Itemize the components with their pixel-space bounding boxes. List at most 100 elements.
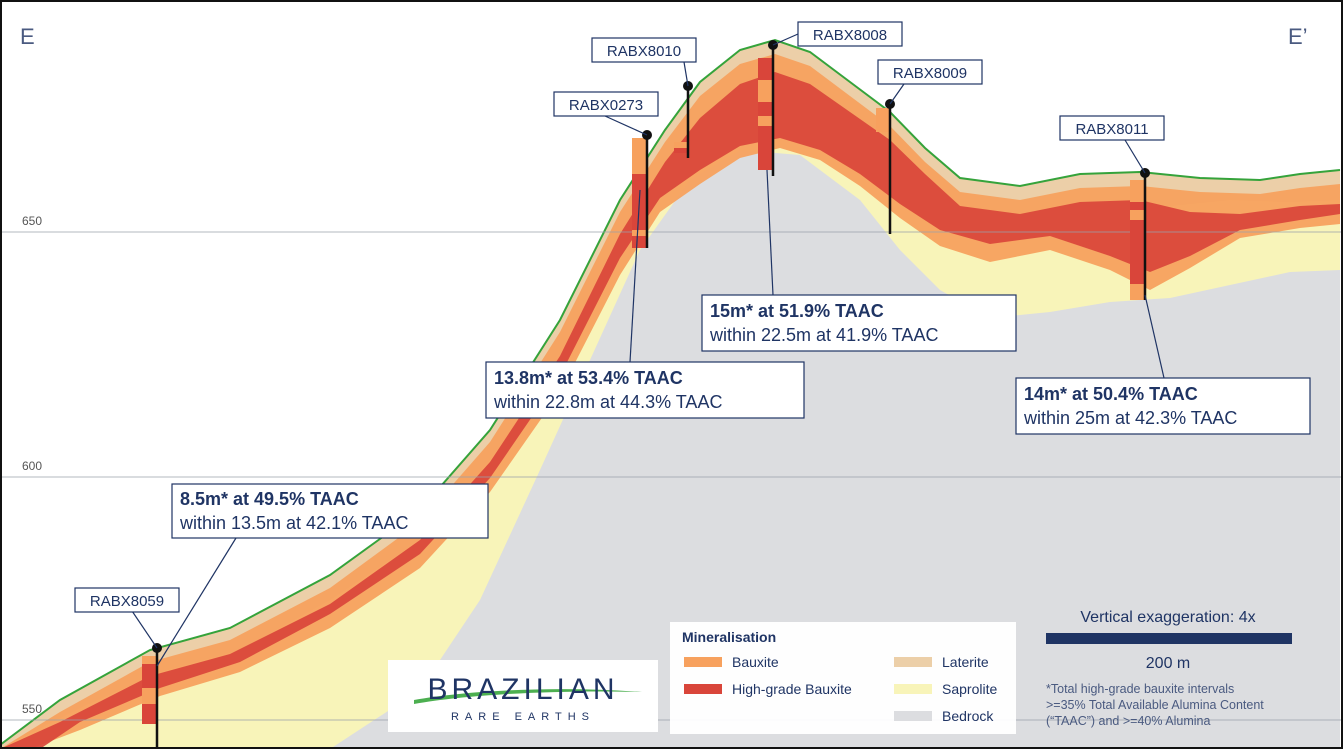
intercept-callout-rabx0273: 13.8m* at 53.4% TAAC within 22.8m at 44.… xyxy=(485,189,805,419)
legend-label-bauxite: Bauxite xyxy=(732,654,779,670)
callout-headline: 14m* at 50.4% TAAC xyxy=(1024,384,1198,404)
hole-label-box xyxy=(1059,115,1165,141)
vertical-exaggeration-label: Vertical exaggeration: 4x xyxy=(1080,609,1255,626)
callout-box xyxy=(1015,377,1311,435)
legend-label-bedrock: Bedrock xyxy=(942,708,994,724)
callout-headline: 15m* at 51.9% TAAC xyxy=(710,301,884,321)
label-leader xyxy=(1124,139,1146,174)
hole-label: RABX8008 xyxy=(813,27,887,44)
hole-label: RABX8009 xyxy=(893,65,967,82)
label-leader xyxy=(772,33,799,46)
logo-tagline: RARE EARTHS xyxy=(451,711,595,723)
high-grade-interval xyxy=(758,102,773,116)
callout-leader xyxy=(766,169,774,296)
label-leader xyxy=(129,607,158,649)
callout-detail: within 22.8m at 44.3% TAAC xyxy=(493,392,722,412)
elevation-grid: 650 600 550 xyxy=(0,214,1343,721)
scale-bar xyxy=(1046,633,1292,644)
logo-panel xyxy=(388,660,658,732)
scale-bar-label: 200 m xyxy=(1146,655,1190,672)
legend-label-high-grade: High-grade Bauxite xyxy=(732,681,852,697)
drill-hole-rabx8010: RABX8010 xyxy=(591,37,697,158)
bauxite-interval xyxy=(674,142,688,148)
callout-box xyxy=(701,294,1017,352)
high-grade-interval xyxy=(758,126,773,170)
hole-label-box xyxy=(591,37,697,63)
bauxite-interval xyxy=(1130,284,1145,300)
company-logo: BRAZILIAN RARE EARTHS xyxy=(388,660,658,732)
high-grade-interval xyxy=(1130,220,1145,284)
drill-hole-rabx8009: RABX8009 xyxy=(876,59,983,234)
legend-panel xyxy=(670,622,1016,734)
drill-hole-rabx8059: RABX8059 xyxy=(74,587,180,749)
footnote-line-3: (“TAAC”) and >=40% Alumina xyxy=(1046,714,1210,728)
section-start-label: E xyxy=(20,24,35,49)
legend-swatch-bedrock xyxy=(894,711,932,721)
intercept-callout-rabx8008: 15m* at 51.9% TAAC within 22.5m at 41.9%… xyxy=(701,169,1017,352)
hole-label-box xyxy=(74,587,180,613)
hole-label: RABX8011 xyxy=(1075,121,1148,138)
high-grade-interval xyxy=(632,236,647,248)
bauxite-interval xyxy=(758,116,773,126)
callout-box xyxy=(485,361,805,419)
elevation-label-600: 600 xyxy=(22,459,42,473)
footnote-line-1: *Total high-grade bauxite intervals xyxy=(1046,682,1234,696)
callout-leader xyxy=(1144,294,1165,379)
hole-label: RABX8059 xyxy=(90,593,164,610)
callout-leader xyxy=(156,537,237,667)
legend-title: Mineralisation xyxy=(682,629,776,645)
hole-label: RABX0273 xyxy=(569,97,643,114)
footnote-line-2: >=35% Total Available Alumina Content xyxy=(1046,698,1264,712)
legend-label-saprolite: Saprolite xyxy=(942,681,997,697)
bauxite-interval xyxy=(632,138,647,174)
high-grade-interval xyxy=(142,664,156,688)
section-end-label: E’ xyxy=(1288,24,1308,49)
hole-label-box xyxy=(553,91,659,117)
bauxite-interval xyxy=(876,108,890,132)
bauxite-interval xyxy=(1130,210,1145,220)
bauxite-interval xyxy=(1130,180,1145,202)
topography-line xyxy=(0,38,1341,746)
elevation-label-550: 550 xyxy=(22,702,42,716)
hole-label: RABX8010 xyxy=(607,43,681,60)
legend: Mineralisation Bauxite High-grade Bauxit… xyxy=(670,622,1016,734)
high-grade-interval xyxy=(142,704,156,724)
callout-box xyxy=(171,483,489,539)
high-grade-interval xyxy=(1130,202,1145,210)
label-leader xyxy=(604,115,648,136)
legend-label-laterite: Laterite xyxy=(942,654,989,670)
logo-wordmark: BRAZILIAN xyxy=(427,673,618,706)
elevation-label-650: 650 xyxy=(22,214,42,228)
bauxite-interval xyxy=(758,80,773,102)
logo-swoosh xyxy=(414,689,642,704)
geology-layers xyxy=(0,38,1341,749)
callout-headline: 8.5m* at 49.5% TAAC xyxy=(180,489,359,509)
intercept-callout-rabx8011: 14m* at 50.4% TAAC within 25m at 42.3% T… xyxy=(1015,294,1311,435)
drill-hole-rabx8011: RABX8011 xyxy=(1059,115,1165,300)
label-leader xyxy=(889,83,905,105)
bedrock-layer xyxy=(330,150,1340,749)
callout-detail: within 13.5m at 42.1% TAAC xyxy=(179,513,408,533)
label-leader xyxy=(683,61,689,87)
legend-swatch-bauxite xyxy=(684,657,722,667)
drill-hole-rabx0273: RABX0273 xyxy=(553,91,659,248)
drill-hole-rabx8008: RABX8008 xyxy=(758,21,903,176)
bauxite-interval xyxy=(632,230,647,236)
hole-label-box xyxy=(877,59,983,85)
callout-detail: within 25m at 42.3% TAAC xyxy=(1023,408,1237,428)
callout-headline: 13.8m* at 53.4% TAAC xyxy=(494,368,683,388)
legend-swatch-high-grade xyxy=(684,684,722,694)
callout-detail: within 22.5m at 41.9% TAAC xyxy=(709,325,938,345)
legend-swatch-laterite xyxy=(894,657,932,667)
bauxite-interval xyxy=(142,688,156,704)
hole-label-box xyxy=(797,21,903,47)
high-grade-band xyxy=(0,72,1340,749)
high-grade-interval xyxy=(758,58,773,80)
high-grade-interval xyxy=(674,148,688,153)
scale-and-footnote: Vertical exaggeration: 4x 200 m *Total h… xyxy=(1046,609,1292,728)
callout-leader xyxy=(629,189,641,363)
intercept-callout-rabx8059: 8.5m* at 49.5% TAAC within 13.5m at 42.1… xyxy=(156,483,489,667)
legend-swatch-saprolite xyxy=(894,684,932,694)
